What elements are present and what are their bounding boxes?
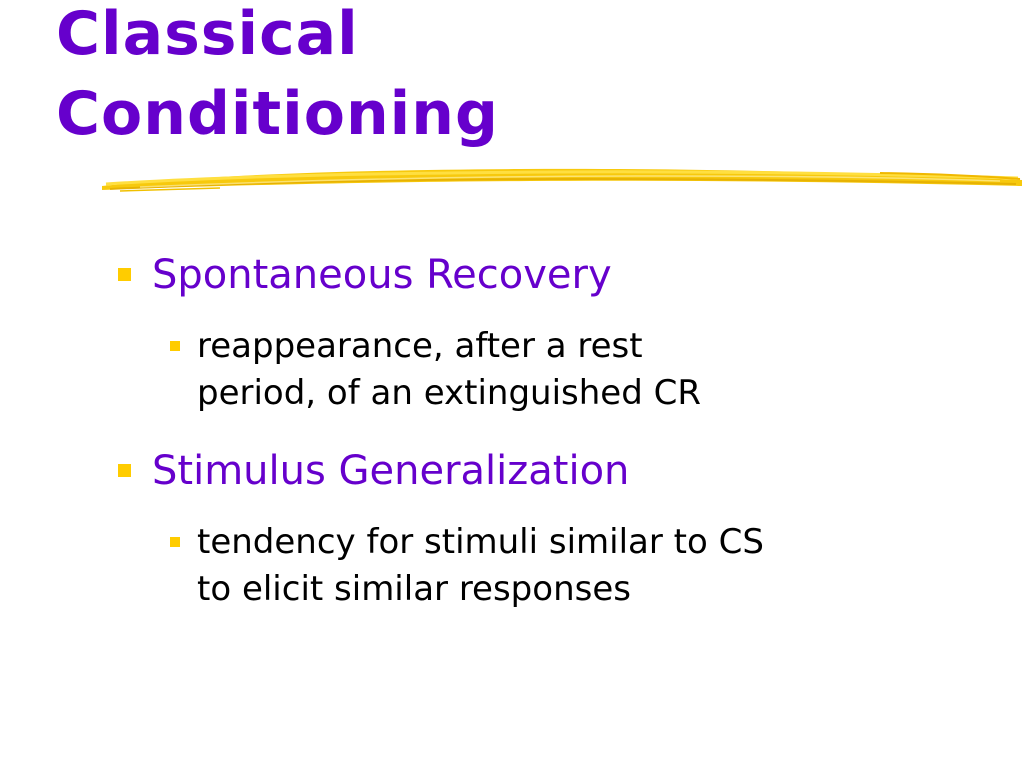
sub-bullet-line-2: to elicit similar responses <box>197 569 631 609</box>
title-underline-brushstroke <box>102 168 1022 192</box>
slide-title: Classical Conditioning <box>56 0 499 154</box>
bullet-square-icon <box>118 268 131 281</box>
title-line-1: Classical <box>56 0 359 69</box>
title-line-2: Conditioning <box>56 79 499 149</box>
sub-bullet-square-icon <box>170 341 180 351</box>
bullet-square-icon <box>118 464 131 477</box>
sub-bullet-square-icon <box>170 537 180 547</box>
sub-bullet-line-2: period, of an extinguished CR <box>197 373 701 413</box>
sub-bullet-text: tendency for stimuli similar to CS to el… <box>197 519 764 613</box>
bullet-text: Stimulus Generalization <box>152 448 630 494</box>
bullet-text: Spontaneous Recovery <box>152 252 612 298</box>
sub-bullet-line-1: tendency for stimuli similar to CS <box>197 522 764 562</box>
sub-bullet-line-1: reappearance, after a rest <box>197 326 643 366</box>
sub-bullet-text: reappearance, after a rest period, of an… <box>197 323 701 417</box>
